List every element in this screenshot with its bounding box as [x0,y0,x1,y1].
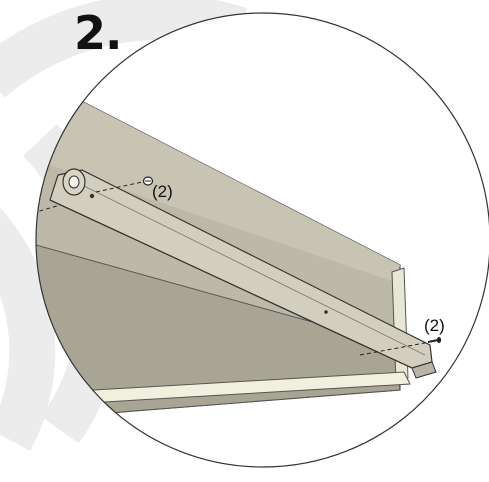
rail-hole-mid [324,310,328,314]
callout-screw-count-right: (2) [424,316,445,335]
rail-hole-left [89,193,95,199]
guide-line-left [36,204,61,216]
watermark-arc-left-outer [0,207,56,451]
guide-line-right-screw [359,341,431,356]
step-number: 2. [74,6,122,60]
detail-lens-outline [35,12,489,468]
screw-icon [427,337,442,343]
callout-screw-count-top: (2) [152,182,173,201]
screw-icon [142,176,154,186]
panel-upper-shade [36,90,400,282]
slide-rail-end-cap [411,361,437,379]
panel-lower-shade [36,234,401,421]
guide-line-top-screw [95,181,143,193]
slide-rail-lower-edge [49,199,413,369]
roller-wheel [62,168,86,196]
slide-rail-groove [81,184,426,356]
